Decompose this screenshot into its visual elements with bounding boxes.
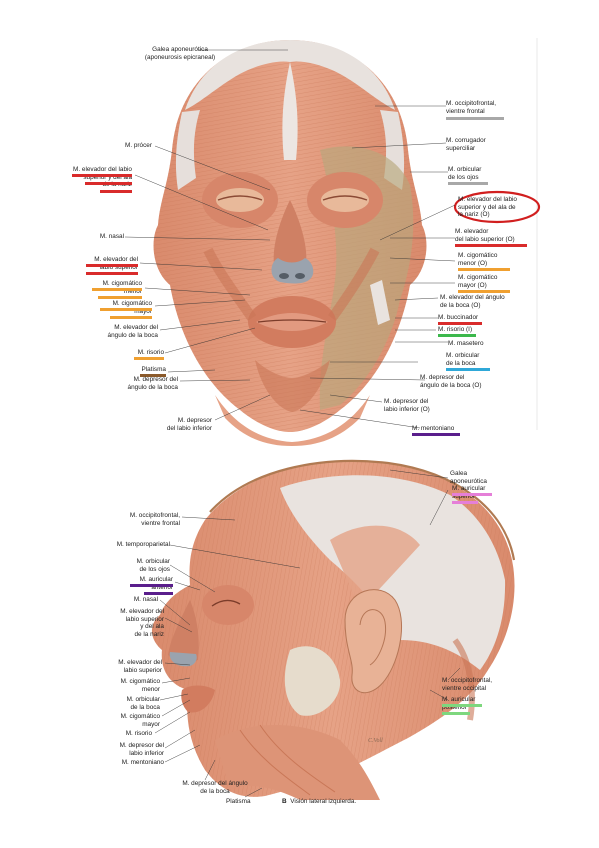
label-risorio-right: M. risorio (I) xyxy=(438,326,473,333)
underline-orange xyxy=(100,308,152,311)
lateral-head xyxy=(151,459,516,800)
label-nasal-lateral: M. nasal xyxy=(133,596,158,603)
label-occ-front-lateral: M. occipitofrontal,vientre frontal xyxy=(129,512,180,527)
label-nasal: M. nasal xyxy=(99,233,124,240)
underline-pink xyxy=(452,493,492,496)
frontal-head xyxy=(153,40,427,446)
underline-red xyxy=(455,244,527,247)
underline-purple xyxy=(130,584,173,587)
label-platisma-lateral: Platisma xyxy=(226,798,251,805)
underline-red xyxy=(100,190,132,193)
underline-orange xyxy=(110,316,152,319)
underline-pink xyxy=(452,501,478,504)
underline-red xyxy=(86,272,138,275)
underline-green xyxy=(438,334,476,337)
underline-red xyxy=(86,264,138,267)
label-masetero: M. masetero xyxy=(448,340,484,347)
underline-lightgreen xyxy=(442,712,470,715)
label-temporoparietal: M. temporoparietal xyxy=(116,541,170,548)
underline-red xyxy=(85,182,132,185)
underline-orange xyxy=(92,288,142,291)
label-occ-occ: M. occipitofrontal,vientre occipital xyxy=(442,677,493,692)
underline-purple xyxy=(412,433,460,436)
label-procer: M. prócer xyxy=(125,142,152,149)
underline-red xyxy=(438,322,482,325)
label-mentoniano-lateral: M. mentoniano xyxy=(121,759,164,766)
underline-red xyxy=(72,174,132,177)
label-occipitofrontal: M. occipitofrontal,vientre frontal xyxy=(446,100,497,115)
underline-lightgreen xyxy=(442,704,482,707)
artist-signature: C.Voll xyxy=(368,738,383,744)
underline-orange xyxy=(458,268,510,271)
underline-cyan xyxy=(446,368,490,371)
leader-lines-top xyxy=(124,49,456,429)
leader-lines-bottom xyxy=(154,469,461,798)
underline-purple xyxy=(144,592,173,595)
highlight-circle xyxy=(453,190,541,224)
label-mentoniano: M. mentoniano xyxy=(412,425,455,432)
underline-gray xyxy=(448,182,488,185)
label-platisma: Platisma xyxy=(141,366,166,373)
label-risorio-left: M. risorio xyxy=(137,349,164,356)
underline-orange xyxy=(458,290,510,293)
underline-gray xyxy=(446,117,504,120)
underline-brown xyxy=(140,374,166,377)
label-buccinador: M. buccinador xyxy=(438,314,479,321)
label-risorio-lateral: M. risorio xyxy=(125,730,152,737)
figure-caption: B Visión lateral izquierda. xyxy=(282,798,357,805)
underline-orange xyxy=(98,296,142,299)
underline-orange xyxy=(134,357,164,360)
label-galea: Galea aponeurótica(aponeurosis epicranea… xyxy=(144,46,216,61)
